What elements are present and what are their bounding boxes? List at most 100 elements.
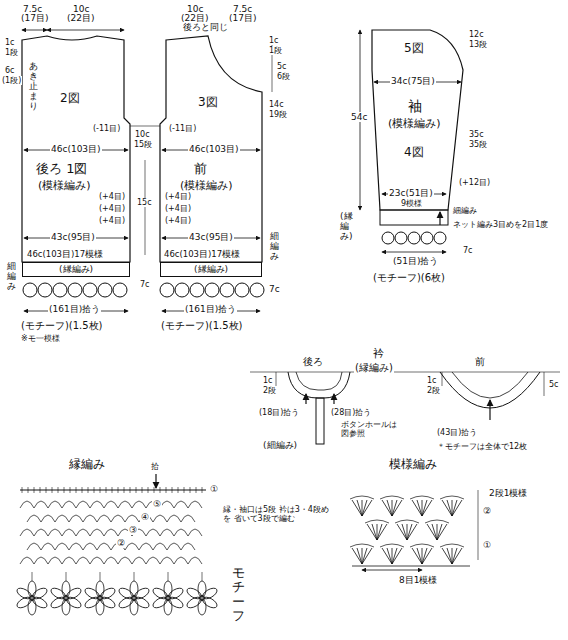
- join-line: [168, 572, 169, 581]
- stitch-mark: [82, 487, 83, 493]
- motif-petal: [151, 595, 169, 610]
- motif-petal: [65, 586, 83, 601]
- direction-arrow: [439, 212, 440, 225]
- chain-arch: [90, 557, 104, 564]
- chain-arch: [62, 501, 76, 508]
- chain-arch: [146, 557, 160, 564]
- shell-stitch: [412, 548, 422, 564]
- chain-arch: [160, 529, 174, 536]
- vertical-note: あき止まり: [29, 62, 38, 111]
- dimension-label: (+4目): [98, 192, 126, 201]
- shell-stitch: [422, 500, 432, 516]
- shell-top: [380, 544, 404, 547]
- shell-stitch: [422, 500, 427, 516]
- chain-arch: [41, 515, 55, 522]
- dimension-label: (+4目): [164, 204, 192, 213]
- motif-petal: [31, 595, 49, 610]
- dimension-label: (+4目): [164, 216, 192, 225]
- direction-arrow: [305, 394, 306, 404]
- motif-petal: [201, 595, 219, 610]
- dimension-label: ②: [116, 538, 126, 548]
- shell-top: [440, 544, 464, 547]
- shell-stitch: [452, 548, 462, 564]
- motif-circle: [175, 283, 189, 297]
- dimension-line: [22, 30, 47, 31]
- dimension-label: 2段: [262, 386, 277, 395]
- motif-petal: [49, 595, 67, 610]
- stitch-mark: [106, 487, 107, 493]
- motif-petal: [164, 581, 172, 597]
- shell-top: [350, 544, 374, 547]
- collar-back-inner: [296, 372, 342, 390]
- dimension-line: [382, 252, 446, 253]
- vertical-note: 細編み: [270, 232, 279, 262]
- shell-stitch: [412, 500, 422, 516]
- chain-arch: [118, 501, 132, 508]
- dimension-line: [47, 30, 124, 31]
- collar-back: [288, 372, 350, 398]
- chain-arch: [97, 515, 111, 522]
- dimension-label: 6c: [4, 66, 16, 75]
- guide-line: [130, 126, 160, 127]
- stitch-mark: [160, 487, 161, 493]
- chain-arch: [27, 543, 41, 550]
- motif-center: [98, 596, 103, 601]
- dimension-label: ②: [482, 506, 492, 516]
- guide-line: [442, 372, 443, 386]
- motif-circle: [160, 283, 174, 297]
- shell-stitch: [417, 500, 422, 516]
- stitch-mark: [28, 487, 29, 493]
- motif-petal: [167, 595, 185, 610]
- motif-petal: [31, 586, 49, 601]
- stitch-mark: [112, 487, 113, 493]
- motif-circle: [408, 232, 420, 244]
- chain-arch: [34, 501, 48, 508]
- motif-petal: [62, 599, 70, 615]
- motif-petal: [15, 586, 33, 601]
- join-line: [202, 572, 203, 581]
- motif-circle: [98, 283, 112, 297]
- piece-label: 2図: [60, 92, 80, 106]
- shell-stitch: [387, 548, 392, 564]
- chain-arch: [97, 543, 111, 550]
- chain-arch: [181, 543, 195, 550]
- motif-petal: [83, 586, 101, 601]
- stitch-mark: [154, 487, 155, 493]
- shell-stitch: [362, 548, 372, 564]
- dimension-label: 7c: [139, 280, 151, 289]
- stitch-mark: [46, 487, 47, 493]
- direction-arrow: [155, 474, 156, 488]
- shell-stitch: [382, 548, 392, 564]
- piece-label: 3図: [198, 96, 218, 110]
- vertical-note: モチーフ: [232, 566, 245, 623]
- dimension-label: 54c: [350, 112, 368, 122]
- dimension-label: (161目)拾う: [48, 304, 101, 314]
- stitch-mark: [166, 487, 167, 493]
- dimension-label: (+4目): [98, 216, 126, 225]
- motif-circle: [250, 283, 264, 297]
- motif-petal: [28, 599, 36, 615]
- shell-top: [350, 496, 374, 499]
- dimension-label: 2段1模様: [488, 488, 530, 498]
- join-line: [66, 572, 67, 581]
- dimension-label: (17目): [228, 13, 257, 23]
- chain-arch: [104, 557, 118, 564]
- dimension-label: 縁編み: [68, 458, 106, 472]
- shell-stitch: [362, 500, 372, 516]
- motif-circle: [38, 283, 52, 297]
- chain-arch: [55, 515, 69, 522]
- dimension-label: 46c(103目)17模様: [26, 250, 104, 260]
- stitch-mark: [88, 487, 89, 493]
- chain-arch: [132, 557, 146, 564]
- edging-band: (縁編み): [22, 262, 130, 277]
- shell-top: [365, 520, 389, 523]
- dimension-label: 12c: [468, 30, 485, 39]
- band-label: (縁編み): [59, 264, 93, 274]
- piece-label: (模様編み): [388, 118, 441, 131]
- motif-petal: [133, 595, 151, 610]
- dimension-label: 細編み: [452, 206, 478, 215]
- motif-petal: [28, 581, 36, 597]
- dimension-label: 43c(95目): [50, 232, 96, 242]
- stitch-mark: [142, 487, 143, 493]
